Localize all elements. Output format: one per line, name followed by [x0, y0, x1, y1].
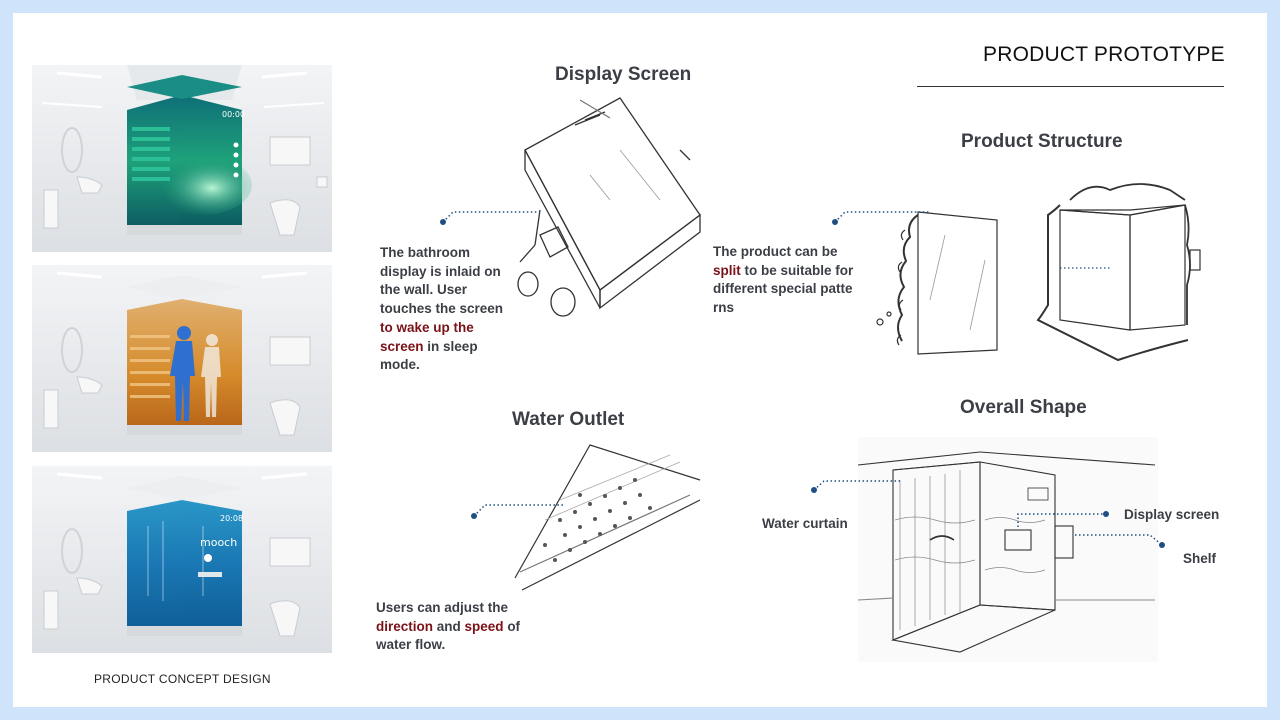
- product-structure-description: The product can be split to be suitable …: [713, 243, 858, 318]
- desc-text: The product can be: [713, 244, 838, 259]
- svg-text:20:08: 20:08: [220, 514, 243, 523]
- overall-shape-heading: Overall Shape: [960, 397, 1087, 418]
- desc-text: in sleep mode.: [380, 338, 478, 373]
- display-screen-heading: Display Screen: [555, 64, 692, 85]
- shelf-label: Shelf: [1183, 551, 1217, 566]
- svg-text:00:00: 00:00: [222, 110, 245, 119]
- concept-caption: PRODUCT CONCEPT DESIGN: [94, 672, 271, 686]
- desc-highlight: speed: [464, 618, 504, 634]
- desc-text: The bathroom display is inlaid on the wa…: [380, 245, 504, 317]
- desc-text: Users can adjust the: [376, 600, 509, 615]
- desc-text: of water flow.: [376, 618, 521, 653]
- title-divider: [917, 86, 1224, 87]
- product-structure-heading: Product Structure: [961, 131, 1123, 152]
- water-outlet-sketch: [514, 444, 701, 591]
- water-outlet-description: Users can adjust the direction and speed…: [376, 599, 526, 655]
- desc-highlight: to wake up the screen: [380, 319, 474, 354]
- render-screen-desert: [32, 265, 332, 452]
- desc-highlight: direction: [376, 618, 434, 634]
- display-screen-sketch: [517, 97, 701, 317]
- desc-highlight: split: [713, 262, 741, 278]
- overall-shape-sketch: [857, 437, 1158, 662]
- water-curtain-label: Water curtain: [762, 516, 848, 531]
- render-screen-underwater: mooch 20:08: [32, 466, 332, 653]
- water-outlet-heading: Water Outlet: [512, 409, 625, 430]
- callout-dots: [440, 219, 1165, 548]
- page-title: PRODUCT PROTOTYPE: [983, 43, 1225, 66]
- svg-text:mooch: mooch: [200, 536, 237, 549]
- render-screen-aurora: 00:00: [32, 65, 332, 252]
- structure-panel-sketch: [876, 211, 998, 355]
- callout-lines: [442, 211, 1163, 546]
- desc-text: and: [433, 618, 465, 634]
- desc-text: to be suitable for different special pat…: [713, 262, 854, 316]
- display-screen-label: Display screen: [1124, 507, 1220, 522]
- structure-box-sketch: [1036, 183, 1201, 362]
- display-screen-description: The bathroom display is inlaid on the wa…: [380, 244, 510, 375]
